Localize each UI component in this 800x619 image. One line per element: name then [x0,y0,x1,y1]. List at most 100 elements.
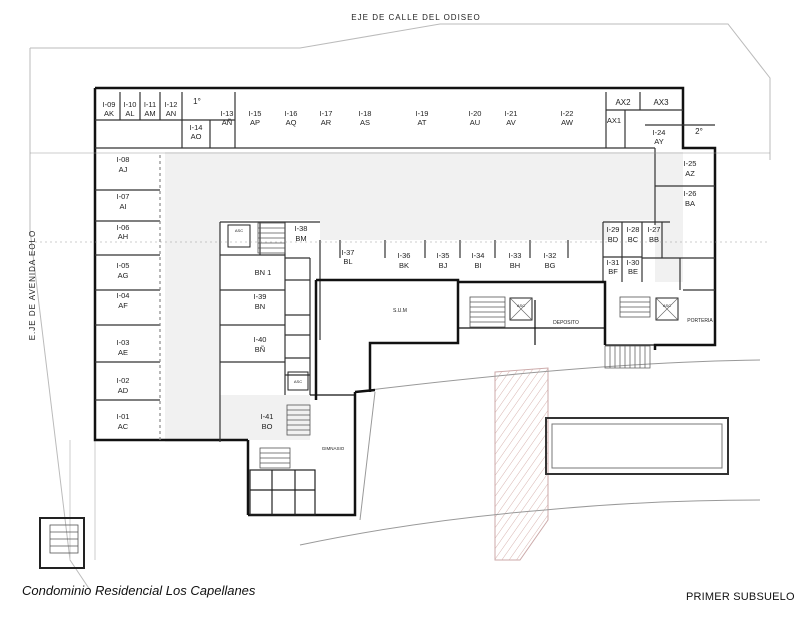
parking-labels: I-09 AK I-10 AL I-11 AM I-12 AN I-13 AÑ … [103,100,697,431]
space-code: I-24 [653,128,666,137]
space-code: I-16 [285,109,298,118]
space-letters: BK [399,261,409,270]
core-walls [310,278,655,400]
street-top-label: EJE DE CALLE DEL ODISEO [351,13,480,22]
space-code: I-29 [607,225,620,234]
space-code: I-18 [359,109,372,118]
asc-label: ASC [663,303,671,308]
storage-ax2: AX2 [615,98,631,107]
asc-label: ASC [294,379,302,384]
space-letters: AH [118,232,128,241]
space-letters: BO [262,422,273,431]
space-code: I-03 [117,338,130,347]
space-code: I-09 [103,100,116,109]
service-rooms [249,469,316,516]
project-title: Condominio Residencial Los Capellanes [22,583,256,598]
porteria-label: PORTERIA [687,318,713,324]
space-code: I-15 [249,109,262,118]
space-code: I-14 [190,123,203,132]
space-letters: BG [545,261,556,270]
space-letters: AI [119,202,126,211]
level-1-marker: 1° [193,97,201,106]
space-code: I-01 [117,412,130,421]
space-code: I-02 [117,376,130,385]
space-letters: AZ [685,169,695,178]
space-code: I-05 [117,261,130,270]
space-letters: AN [166,109,176,118]
space-letters: AU [470,118,480,127]
space-letters: AÑ [222,118,232,127]
level-title: PRIMER SUBSUELO [686,591,795,603]
space-code: I-32 [544,251,557,260]
space-code: I-07 [117,192,130,201]
space-letters: AO [191,132,202,141]
space-code: I-26 [684,189,697,198]
space-letters: AT [417,118,426,127]
space-letters: BL [343,257,352,266]
space-code: I-22 [561,109,574,118]
space-letters: BN [255,302,265,311]
space-code: I-36 [398,251,411,260]
space-letters: AV [506,118,515,127]
space-code: I-25 [684,159,697,168]
space-letters: AJ [119,165,128,174]
street-left-label: E.JE DE AVENIDA EOLO [28,230,37,341]
space-code: I-38 [295,224,308,233]
space-code: I-37 [342,248,355,257]
space-letters: AS [360,118,370,127]
space-code: I-39 [254,292,267,301]
space-letters: BD [608,235,619,244]
space-letters: BA [685,199,695,208]
space-letters: AE [118,348,128,357]
site-boundary [29,23,771,591]
space-letters: AY [654,137,663,146]
space-letters: BI [474,261,481,270]
pool [545,417,729,475]
gimnasio-label: GIMNASIO [322,446,345,451]
space-letters: BB [649,235,659,244]
space-letters: AG [118,271,129,280]
space-code: I-19 [416,109,429,118]
deck-area [494,367,549,561]
circulation-floor [165,152,683,442]
space-letters: AF [118,301,128,310]
stairs [49,222,651,554]
space-letters: AR [321,118,332,127]
bn1-label: BN 1 [255,268,272,277]
storage-ax1: AX1 [607,116,621,125]
space-code: I-28 [627,225,640,234]
space-letters: BM [295,234,306,243]
space-code: I-04 [117,291,130,300]
space-letters: AQ [286,118,297,127]
interior-walls [95,92,715,442]
space-letters: AM [144,109,155,118]
space-code: I-27 [648,225,661,234]
elevator-shafts [39,224,679,569]
sum-label: S.U.M [393,308,407,314]
elevator-crosses [509,297,679,321]
level-2-marker: 2° [695,127,703,136]
space-letters: AD [118,386,129,395]
space-code: I-34 [472,251,485,260]
space-code: I-35 [437,251,450,260]
space-code: I-30 [627,258,640,267]
space-letters: BF [608,267,618,276]
space-code: I-12 [165,100,178,109]
ramp [604,345,651,369]
space-code: I-11 [144,100,156,109]
space-letters: BC [628,235,639,244]
space-code: I-21 [505,109,518,118]
space-code: I-10 [124,100,137,109]
space-letters: AC [118,422,129,431]
space-code: I-08 [117,155,130,164]
space-letters: BJ [439,261,448,270]
garden-outline [299,359,761,546]
asc-label: ASC [235,228,243,233]
space-code: I-20 [469,109,482,118]
space-code: I-06 [117,223,130,232]
space-code: I-41 [261,412,274,421]
space-letters: AW [561,118,574,127]
dimension-line [30,152,770,243]
space-letters: AP [250,118,260,127]
